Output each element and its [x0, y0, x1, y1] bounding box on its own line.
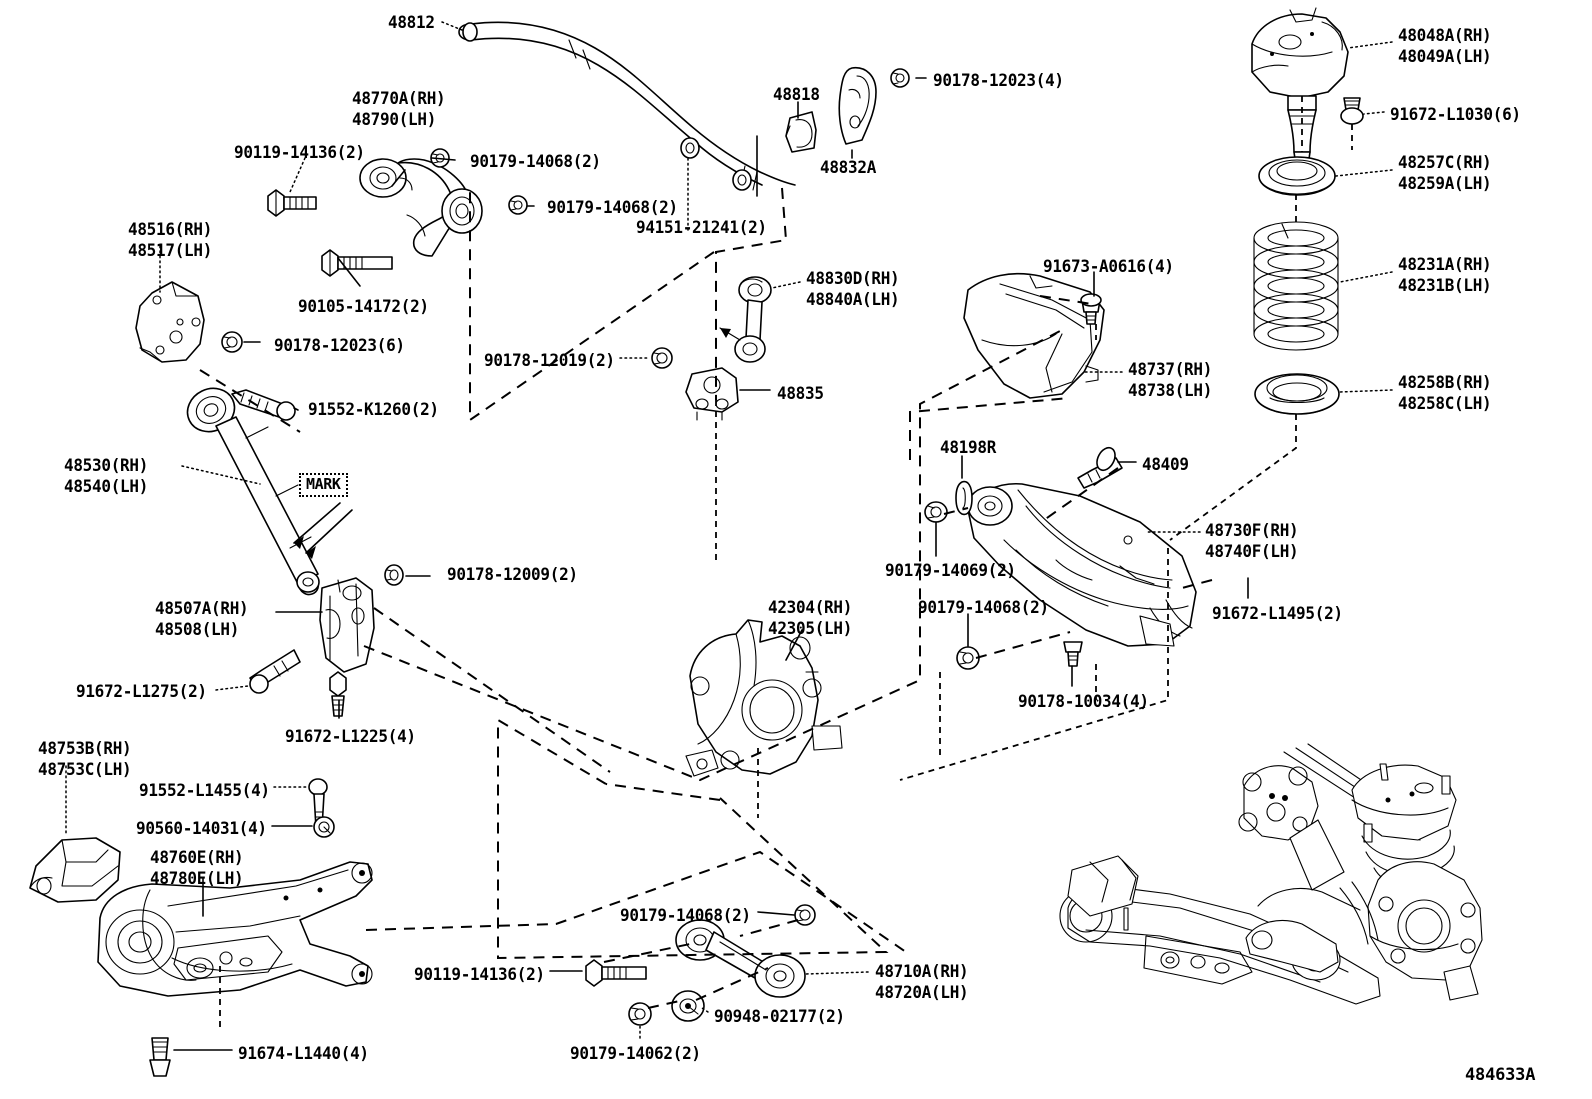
leader-lines	[65, 21, 1393, 1051]
upper-control-arm-art	[359, 158, 483, 257]
washer-90560-14031-4-art	[313, 816, 335, 838]
part-label-spring-seat-upper: 48257C(RH) 48259A(LH)	[1398, 153, 1492, 194]
nut-90178-12019-2-art	[651, 347, 673, 369]
stabilizer-link-bracket-art	[685, 367, 739, 421]
part-label-nut-90178-12023-6: 90178-12023(6)	[274, 336, 405, 356]
part-label-bolt-91552-L1455-4: 91552-L1455(4)	[139, 781, 270, 801]
knuckle-art	[685, 619, 843, 777]
nut-90178-12023-6-art	[221, 331, 243, 353]
bolt-91672-L1225-4-art	[329, 671, 347, 717]
spring-seat-upper-art	[1258, 156, 1336, 196]
nut-90178-12009-2-art	[384, 564, 404, 586]
part-label-nut-91672-L1030-6: 91672-L1030(6)	[1390, 105, 1521, 125]
part-label-backing-plate: 48516(RH) 48517(LH)	[128, 220, 213, 261]
nut-90179-14068-2-b-art	[508, 195, 528, 215]
part-label-shock-bracket: 48507A(RH) 48508(LH)	[155, 599, 249, 640]
nut-90179-14069-2-art	[924, 501, 948, 523]
part-label-nut-90179-14068-2-arm: 90179-14068(2)	[918, 598, 1049, 618]
part-label-bolt-91672-L1275-2: 91672-L1275(2)	[76, 682, 207, 702]
washer-90948-02177-2-art	[671, 990, 705, 1022]
nut-91672-L1030-6-art	[1340, 97, 1364, 125]
part-label-upper-control-arm: 48770A(RH) 48790(LH)	[352, 89, 446, 130]
part-label-shock-absorber: 48530(RH) 48540(LH)	[64, 456, 149, 497]
toe-control-arm-art	[675, 919, 806, 998]
part-label-washer-90560-14031-4: 90560-14031(4)	[136, 819, 267, 839]
bolt-90178-10034-4-art	[1063, 641, 1083, 667]
part-label-toe-control-arm: 48710A(RH) 48720A(LH)	[875, 962, 969, 1003]
part-label-nut-90178-10034-4: 90178-10034(4)	[1018, 692, 1149, 712]
part-label-bolt-91672-L1225-4: 91672-L1225(4)	[285, 727, 416, 747]
nut-90179-14068-2-a-art	[430, 148, 450, 168]
part-label-arm-protector: 48753B(RH) 48753C(LH)	[38, 739, 132, 780]
part-label-bolt-91672-L1495-2: 91672-L1495(2)	[1212, 604, 1343, 624]
stabilizer-link-art	[719, 276, 772, 363]
bolt-91552-L1455-4-art	[308, 778, 328, 829]
bolt-91673-A0616-4-art	[1080, 293, 1102, 325]
nut-90179-14068-2-lower-art	[794, 904, 816, 926]
part-label-trailing-arm: 48760E(RH) 48780E(LH)	[150, 848, 244, 889]
shock-bracket-art	[319, 577, 375, 673]
bolt-91552-K1260-2-art	[231, 389, 296, 421]
part-label-bolt-90119-14136-2-lower: 90119-14136(2)	[414, 965, 545, 985]
nut-90178-12023-4-art	[890, 68, 910, 88]
spring-insulator-lower-art	[963, 272, 1105, 399]
spring-seat-lower-art	[1254, 373, 1340, 415]
part-label-bolt-91674-L1440-4: 91674-L1440(4)	[238, 1044, 369, 1064]
part-label-nut-90179-14068-2-b: 90179-14068(2)	[547, 198, 678, 218]
part-label-coil-spring: 48231A(RH) 48231B(LH)	[1398, 255, 1492, 296]
stabilizer-bracket-art	[785, 111, 817, 153]
figure-code: 484633A	[1465, 1065, 1536, 1085]
part-label-knuckle: 42304(RH) 42305(LH)	[768, 598, 853, 639]
part-label-bolt-91673-A0616-4: 91673-A0616(4)	[1043, 257, 1174, 277]
part-label-bolt-91552-K1260-2: 91552-K1260(2)	[308, 400, 439, 420]
part-label-washer-90948-02177-2: 90948-02177(2)	[714, 1007, 845, 1027]
part-label-stabilizer-bar-bush: 48832A	[820, 158, 877, 178]
part-label-nut-90179-14068-2-a: 90179-14068(2)	[470, 152, 601, 172]
part-label-nut-90178-12009-2: 90178-12009(2)	[447, 565, 578, 585]
part-label-bolt-90119-14136-2-upper: 90119-14136(2)	[234, 143, 365, 163]
part-label-stabilizer-bar: 48812	[388, 13, 435, 33]
part-label-stabilizer-link: 48830D(RH) 48840A(LH)	[806, 269, 900, 310]
part-label-lower-control-arm: 48730F(RH) 48740F(LH)	[1205, 521, 1299, 562]
part-label-spring-insulator-lower: 48737(RH) 48738(LH)	[1128, 360, 1213, 401]
bolt-90119-14136-2-lower-art	[585, 959, 647, 987]
part-label-nut-90178-12019-2: 90178-12019(2)	[484, 351, 615, 371]
part-label-stabilizer-link-bracket: 48835	[777, 384, 824, 404]
part-label-bolt-90105-14172-2: 90105-14172(2)	[298, 297, 429, 317]
nut-90179-14062-2-art	[628, 1002, 652, 1026]
mark-arrows-art	[293, 502, 353, 559]
part-label-suspension-arm-bush: 48198R	[940, 438, 997, 458]
part-label-clip-94151-21241-2: 94151-21241(2)	[636, 218, 767, 238]
part-label-stabilizer-bracket: 48818	[773, 85, 820, 105]
bolt-91674-L1440-4-art	[149, 1037, 171, 1077]
arm-protector-art	[29, 837, 121, 903]
nut-90179-14068-2-arm-art	[956, 646, 980, 670]
part-label-nut-90179-14062-2: 90179-14062(2)	[570, 1044, 701, 1064]
part-label-nut-90178-12023-4: 90178-12023(4)	[933, 71, 1064, 91]
mark-callout-box: MARK	[299, 473, 348, 497]
backing-plate-art	[135, 281, 205, 363]
assembled-view-art	[1059, 743, 1483, 1005]
part-label-spring-seat-lower: 48258B(RH) 48258C(LH)	[1398, 373, 1492, 414]
part-label-nut-90179-14069-2: 90179-14069(2)	[885, 561, 1016, 581]
part-label-nut-90179-14068-2-lower: 90179-14068(2)	[620, 906, 751, 926]
strut-support-art	[1251, 7, 1349, 193]
coil-spring-art	[1253, 221, 1339, 351]
suspension-arm-bush-art	[955, 480, 973, 516]
bolt-91672-L1275-2-art	[249, 649, 301, 694]
bolt-90119-14136-2-upper-art	[267, 189, 317, 217]
cam-bolt-48409-art	[1077, 446, 1123, 489]
part-label-cam-bolt-48409: 48409	[1142, 455, 1189, 475]
bolt-90105-14172-2-art	[321, 249, 393, 277]
stabilizer-bar-bush-art	[838, 67, 877, 145]
part-label-strut-support: 48048A(RH) 48049A(LH)	[1398, 26, 1492, 67]
assembly-guides	[199, 96, 1353, 1030]
